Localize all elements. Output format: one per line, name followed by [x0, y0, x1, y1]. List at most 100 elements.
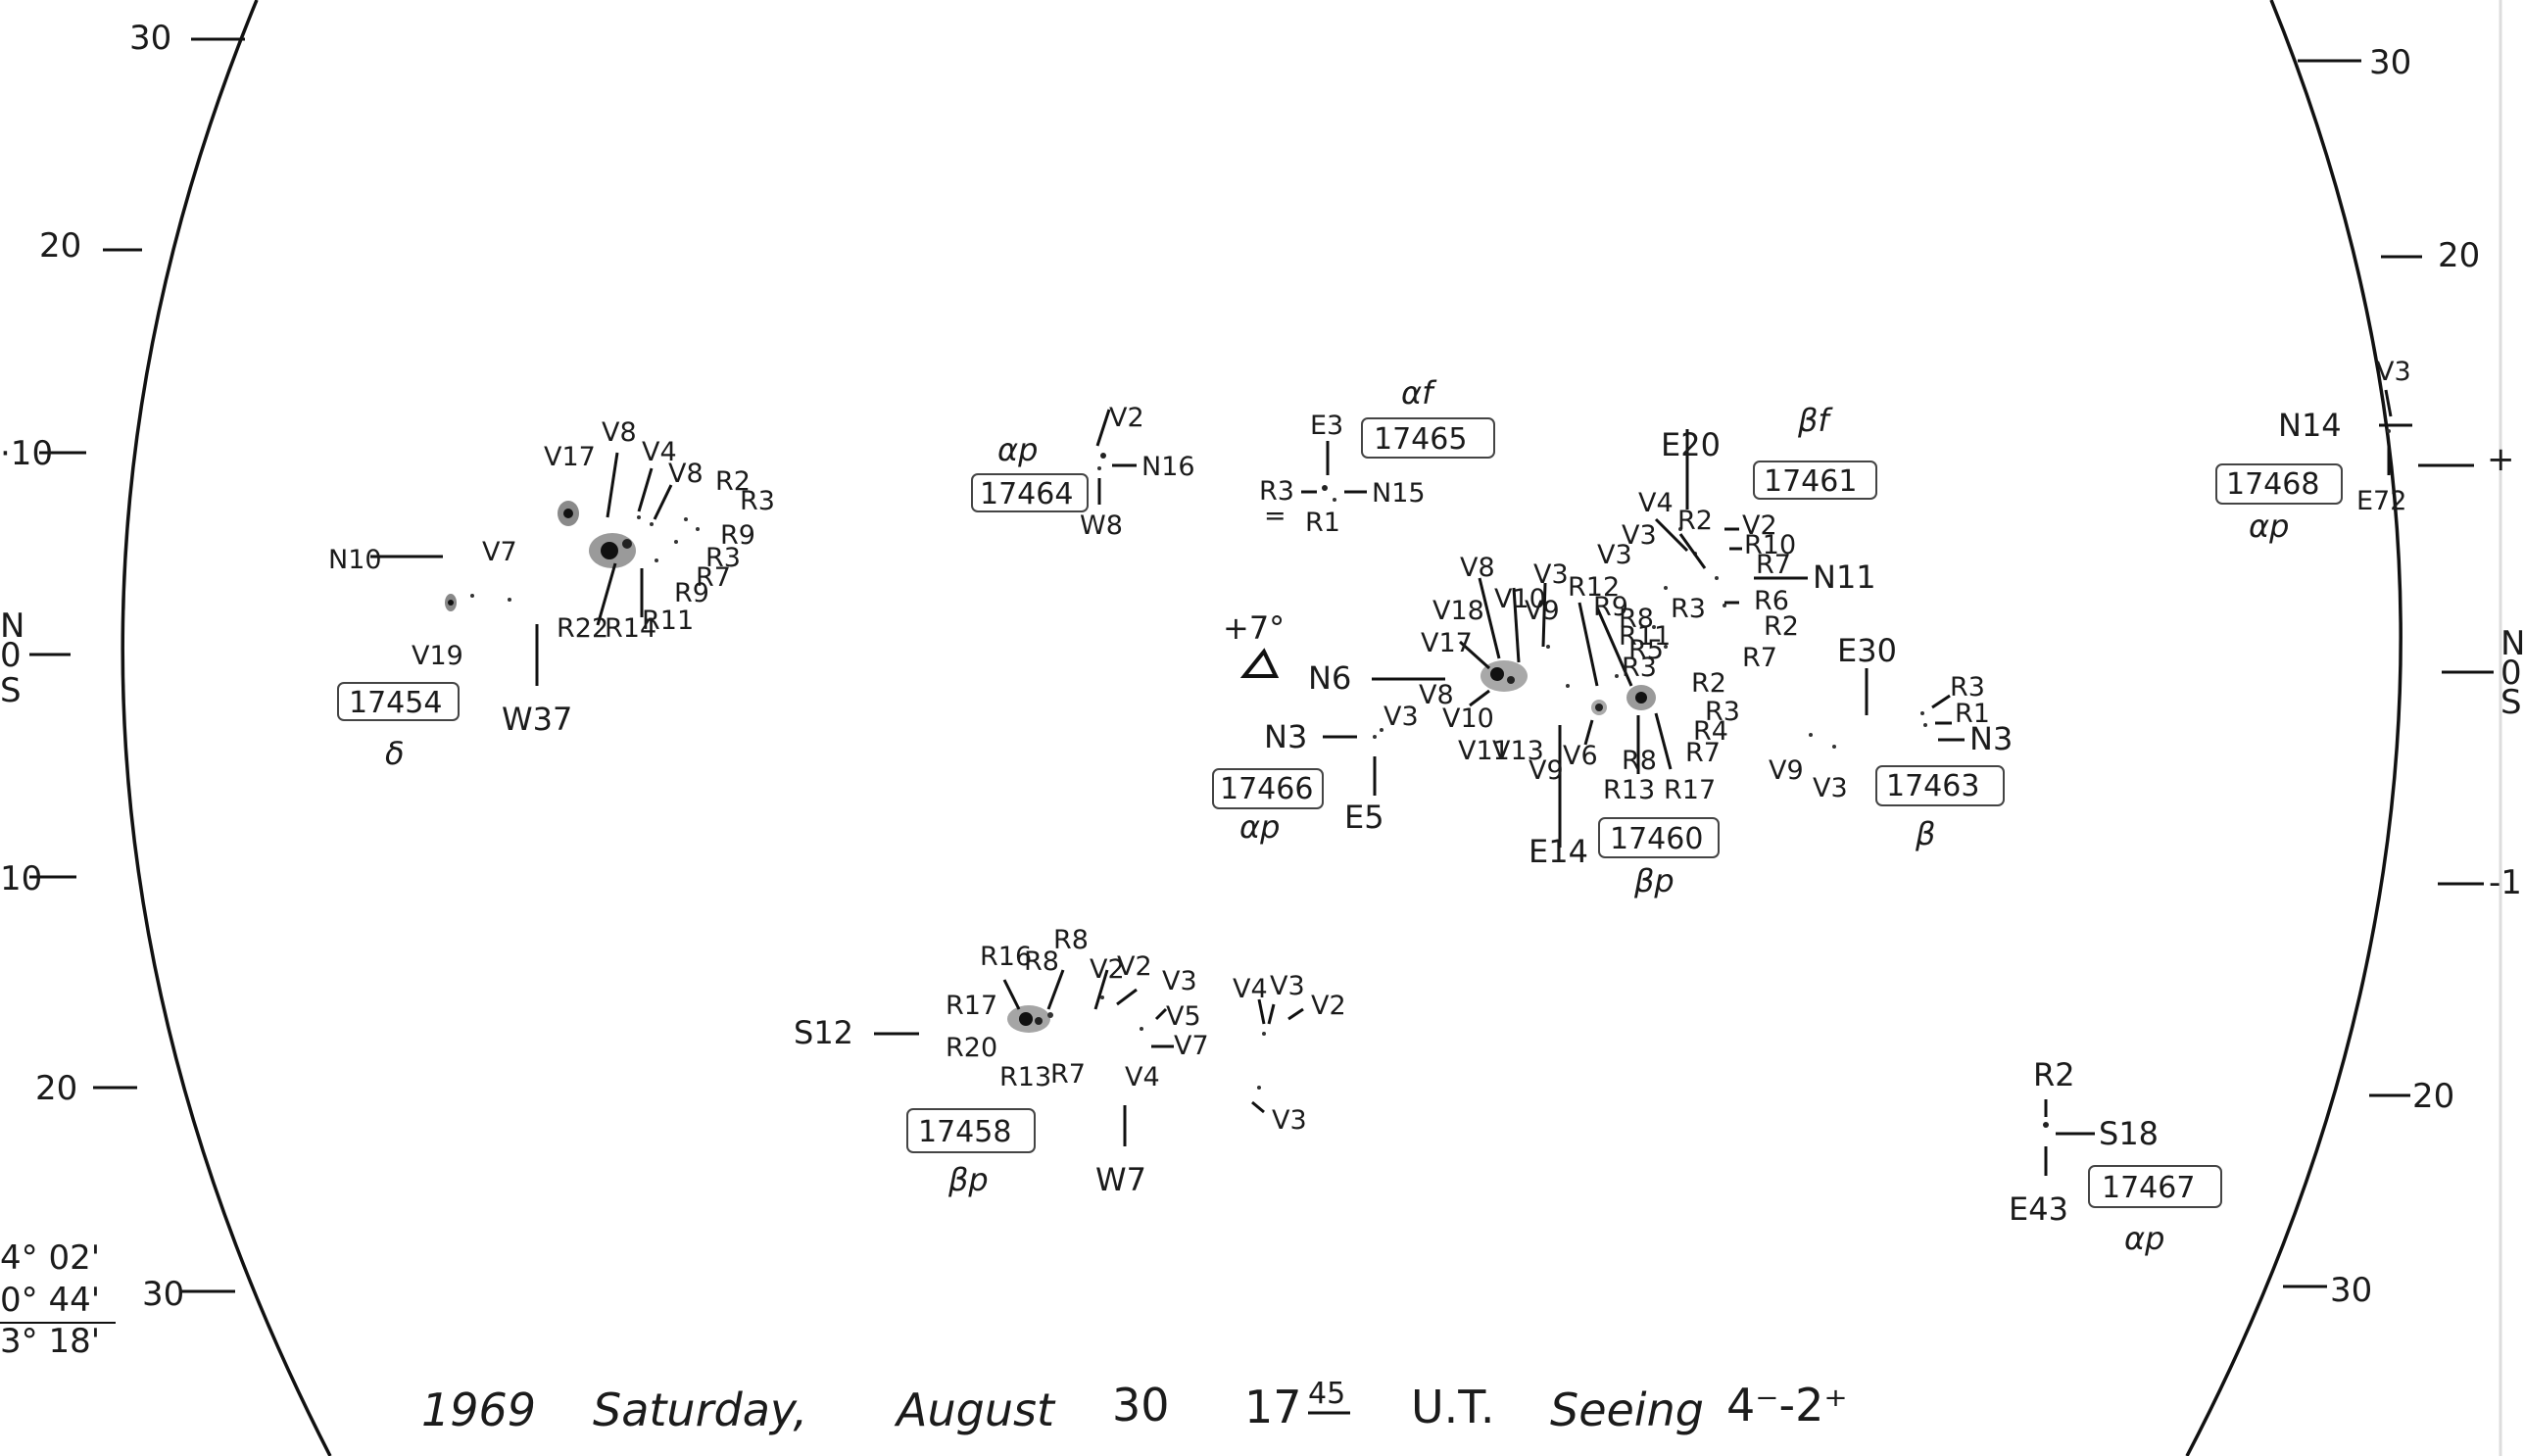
spot-label: V3: [1533, 559, 1569, 590]
corner-note: 3° 18': [0, 1322, 100, 1361]
spot-label: E43: [2009, 1190, 2068, 1228]
caption-day: 30: [1112, 1379, 1170, 1432]
region-class: αf: [1401, 374, 1437, 412]
spot-label: V8: [1419, 680, 1454, 710]
spot-label: R7: [1685, 738, 1721, 768]
region-class: βp: [1633, 862, 1675, 899]
spot-label: V10: [1442, 704, 1494, 734]
spot-label: R7: [1756, 550, 1791, 580]
spot-label: R13: [1603, 775, 1655, 805]
spot-label: N6: [1308, 659, 1351, 697]
spot-label: R6: [1754, 586, 1789, 616]
spot-label: R20: [946, 1033, 997, 1063]
spot-label: V7: [1174, 1031, 1209, 1061]
region-box: [337, 682, 460, 721]
spot-label: R5: [1628, 635, 1664, 665]
caption-seeing-label: Seeing: [1550, 1383, 1704, 1436]
region-class: αp: [2249, 508, 2289, 545]
region-box: [2215, 463, 2343, 505]
right-tick-label: 30: [2369, 43, 2411, 82]
spot-label: N16: [1141, 452, 1195, 482]
region-box: [971, 473, 1089, 512]
spot-label: V2: [1109, 403, 1144, 433]
left-tick-label: 20: [39, 226, 81, 266]
sunspot-group-17458: S12 R16 R8 R8 V2 V2 V3 R17 V5 R20 V7 R13…: [794, 925, 1346, 1198]
region-number: 17465: [1374, 422, 1467, 457]
spot-label: R3: [1705, 697, 1740, 727]
spot-label: R16: [980, 942, 1032, 972]
caption-ut: U.T.: [1411, 1381, 1495, 1433]
spot-label: E14: [1529, 833, 1588, 870]
caption-time-minutes: 45: [1308, 1377, 1345, 1411]
region-class: δ: [385, 735, 405, 772]
spot-label: R8: [1622, 746, 1657, 776]
spot-label: V4: [1125, 1062, 1160, 1092]
spot-label: R3: [1671, 594, 1706, 624]
right-tick-label: 20: [2438, 236, 2480, 275]
spot-label: W37: [502, 701, 572, 738]
spot-label: V2: [1742, 510, 1777, 541]
left-hemisphere-mark: S: [0, 671, 22, 710]
region-number: 17464: [980, 477, 1073, 511]
spot-label: V3: [1597, 540, 1632, 570]
region-class: βp: [947, 1161, 989, 1198]
spot-label: R17: [1664, 775, 1716, 805]
caption-month: August: [894, 1383, 1056, 1436]
spot-label: V2: [1117, 951, 1152, 982]
sunspot-group-17463: E30 R3 R1 N3 V9 V3 17463 β: [1769, 632, 2013, 852]
right-tick-label: 30: [2330, 1271, 2372, 1310]
observation-caption: 1969 Saturday, August 30 17 45 U.T. Seei…: [421, 1377, 1848, 1436]
corner-note: 4° 02': [0, 1238, 100, 1278]
caption-weekday: Saturday,: [593, 1383, 807, 1436]
region-class: αp: [997, 431, 1038, 468]
spot-label: R7: [1742, 643, 1777, 673]
solar-limb-right: [2185, 0, 2403, 1456]
spot-label: +7°: [1223, 609, 1285, 647]
region-number: 17454: [349, 686, 442, 720]
right-latitude-scale: 30 20 + N 0 S -1 20 30: [2283, 43, 2524, 1310]
region-class: αp: [1239, 808, 1280, 846]
spot-label: V5: [1166, 1001, 1201, 1032]
spot-label: N14: [2278, 407, 2342, 444]
spot-label: V8: [1460, 553, 1495, 583]
caption-seeing-value: 4⁻-2⁺: [1726, 1379, 1848, 1432]
spot-label: R22: [557, 613, 608, 644]
region-box: [1753, 461, 1877, 500]
spot-label: E30: [1837, 632, 1897, 669]
spot-label: R8: [1619, 604, 1654, 634]
spot-label: N11: [1813, 558, 1876, 596]
spot-label: =: [1264, 501, 1286, 531]
sunspot: [1480, 660, 1528, 692]
spot-label: V4: [642, 437, 677, 467]
spot-label: R7: [1050, 1059, 1086, 1090]
spot-label: E72: [2356, 486, 2406, 516]
left-tick-label: 30: [129, 19, 171, 58]
spot-label: R3: [1622, 653, 1657, 683]
region-box: [906, 1108, 1036, 1153]
right-tick-label: -1: [2489, 863, 2522, 902]
spot-label: V3: [1813, 773, 1848, 803]
spot-label: R11: [642, 606, 694, 636]
spot-label: V3: [1383, 702, 1419, 732]
spot-label: V8: [668, 459, 704, 489]
spot-label: E20: [1661, 426, 1721, 463]
spot-label: R8: [1024, 946, 1059, 977]
spot-label: N3: [1264, 718, 1307, 755]
spot-label: R10: [1744, 530, 1796, 560]
spot-label: V9: [1769, 755, 1804, 786]
sunspot-group-17464: V2 N16 W8 17464 αp: [971, 403, 1195, 541]
spot-label: V10: [1494, 584, 1546, 614]
sunspot-group-17465: E3 R3 R1 N15 = 17465 αf: [1259, 374, 1495, 538]
region-number: 17460: [1610, 822, 1703, 856]
spot-label: R2: [715, 466, 751, 497]
left-tick-label: 20: [35, 1069, 77, 1108]
left-tick-label: 10: [0, 859, 42, 898]
spot-label: V3: [1162, 966, 1197, 996]
left-tick-label: ·10: [0, 434, 53, 473]
right-hemisphere-mark: S: [2500, 683, 2522, 722]
spot-label: R2: [1764, 611, 1799, 642]
sunspot-group-17468: V3 N14 E72 17468 αp: [2215, 357, 2412, 545]
spot-label: R3: [740, 486, 775, 516]
spot-label: R3: [705, 543, 741, 573]
